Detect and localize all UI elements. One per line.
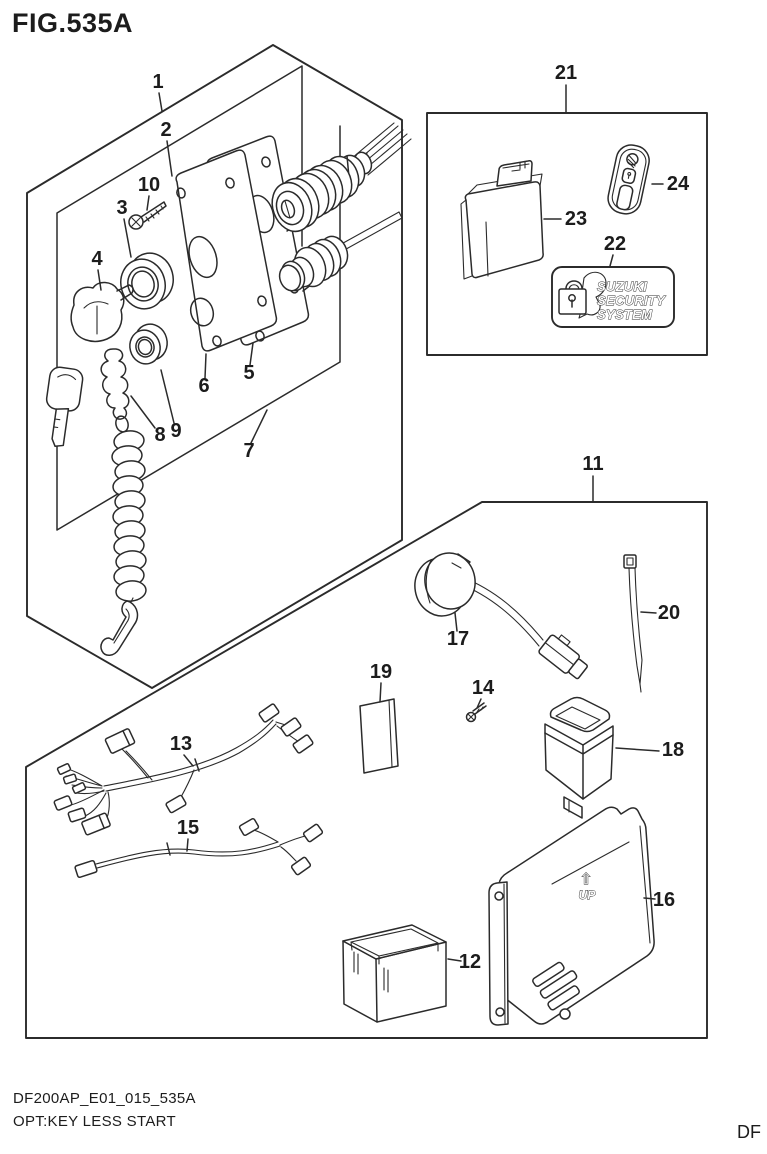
part-number-6: 6 bbox=[198, 375, 209, 397]
leader-line-6 bbox=[205, 354, 206, 378]
leader-line-5 bbox=[250, 343, 253, 365]
part-number-4: 4 bbox=[91, 248, 103, 270]
part-number-15: 15 bbox=[177, 817, 199, 839]
lanyard-hook bbox=[101, 598, 138, 655]
part-number-22: 22 bbox=[604, 233, 626, 255]
lanyard-coil bbox=[111, 429, 147, 602]
leader-line-20 bbox=[641, 612, 656, 613]
push-button-switch bbox=[276, 212, 402, 294]
part-number-13: 13 bbox=[170, 733, 192, 755]
sticker-line-2: SECURITY bbox=[597, 293, 666, 308]
drawing-code: DF200AP_E01_015_535A bbox=[13, 1090, 196, 1107]
leader-line-4 bbox=[98, 270, 101, 290]
part-number-14: 14 bbox=[472, 677, 495, 699]
screw-10 bbox=[129, 202, 166, 229]
part-number-23: 23 bbox=[565, 208, 587, 230]
key-cap-4 bbox=[71, 282, 133, 341]
sticker-line-1: SUZUKI bbox=[597, 279, 647, 294]
screw-14 bbox=[467, 703, 487, 722]
leader-line-3 bbox=[124, 219, 131, 257]
leader-line-12 bbox=[448, 959, 461, 961]
leader-line-9 bbox=[161, 370, 174, 423]
cushion-pad-19 bbox=[360, 699, 398, 773]
wire-harness-13 bbox=[54, 703, 314, 835]
ecu-module-16: ⇧ UP bbox=[489, 807, 654, 1025]
leader-line-14 bbox=[477, 699, 481, 708]
leader-line-2 bbox=[167, 141, 172, 176]
ecu-up-label: UP bbox=[579, 888, 597, 902]
corner-code: DF bbox=[737, 1122, 761, 1142]
ignition-key-switch bbox=[266, 123, 411, 237]
part-number-11: 11 bbox=[582, 453, 603, 475]
immobilizer-module-23 bbox=[461, 161, 543, 279]
part-number-18: 18 bbox=[662, 739, 684, 761]
group-box-security-kit bbox=[427, 113, 707, 355]
immobilizer-antenna-17 bbox=[410, 549, 593, 682]
leader-line-16 bbox=[644, 898, 655, 899]
ecu-up-arrow: ⇧ bbox=[580, 871, 593, 888]
part-number-19: 19 bbox=[370, 661, 392, 683]
leader-line-17 bbox=[455, 613, 457, 631]
part-number-20: 20 bbox=[658, 602, 680, 624]
wire-harness-15 bbox=[75, 818, 323, 878]
leader-line-15 bbox=[187, 839, 188, 851]
leader-line-22 bbox=[610, 255, 613, 266]
part-number-17: 17 bbox=[447, 628, 469, 650]
part-number-1: 1 bbox=[152, 71, 163, 93]
part-number-8: 8 bbox=[154, 424, 165, 446]
key-blank bbox=[40, 366, 84, 449]
leader-line-10 bbox=[147, 196, 149, 210]
part-number-7: 7 bbox=[243, 440, 254, 462]
group-box-key-switch-assembly bbox=[27, 45, 402, 688]
part-number-16: 16 bbox=[653, 889, 675, 911]
cable-tie-20 bbox=[624, 555, 642, 692]
part-number-9: 9 bbox=[170, 420, 181, 442]
part-number-10: 10 bbox=[138, 174, 160, 196]
figure-title: FIG.535A bbox=[12, 8, 134, 38]
leader-line-8 bbox=[131, 396, 155, 428]
part-number-5: 5 bbox=[243, 362, 254, 384]
bezel-ring-nut-3 bbox=[115, 248, 178, 314]
option-note: OPT:KEY LESS START bbox=[13, 1113, 176, 1130]
leader-line-7 bbox=[251, 410, 267, 443]
lanyard-clip-8 bbox=[101, 349, 130, 437]
part-number-2: 2 bbox=[160, 119, 171, 141]
group-box-keyless-kit bbox=[26, 502, 707, 1038]
sticker-line-3: SYSTEM bbox=[597, 307, 653, 322]
remote-key-fob-24 bbox=[605, 142, 652, 216]
part-number-3: 3 bbox=[116, 197, 127, 219]
leader-line-1 bbox=[159, 93, 162, 111]
part-number-12: 12 bbox=[459, 951, 481, 973]
ring-nut-9 bbox=[126, 320, 171, 367]
panel-plate-front-6 bbox=[176, 150, 277, 351]
leader-line-19 bbox=[380, 683, 381, 702]
leader-line-13 bbox=[184, 755, 193, 766]
part-number-21: 21 bbox=[555, 62, 577, 84]
security-system-sticker-22: SUZUKI SECURITY SYSTEM bbox=[552, 267, 674, 327]
relay-18 bbox=[545, 698, 613, 819]
leader-line-18 bbox=[616, 748, 659, 751]
holder-case-12 bbox=[343, 925, 446, 1022]
part-number-24: 24 bbox=[667, 173, 690, 195]
